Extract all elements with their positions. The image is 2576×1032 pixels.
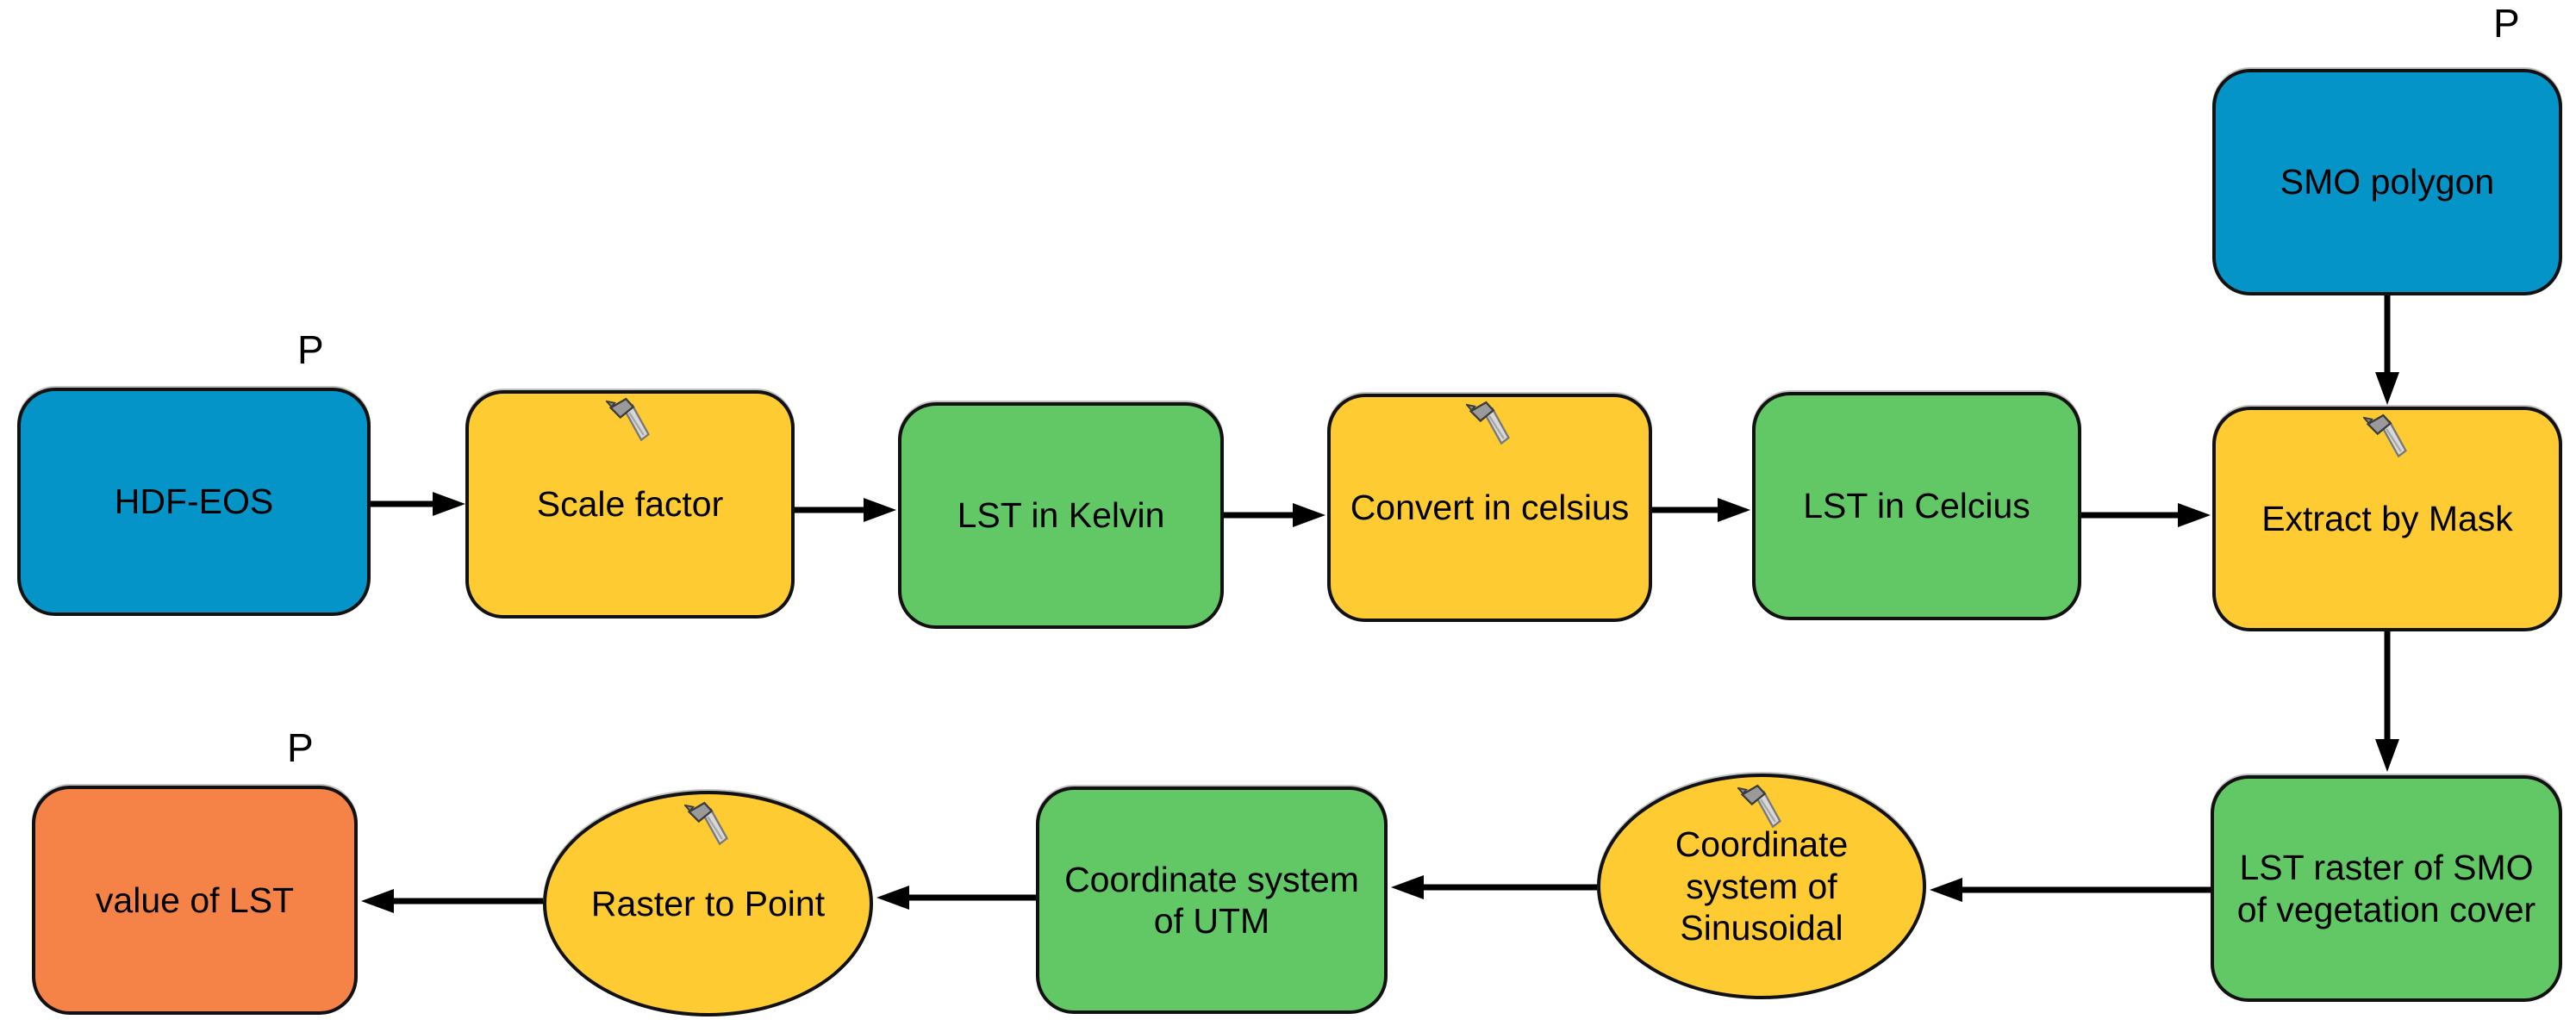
- parameter-marker-value-of-lst: P: [287, 725, 314, 770]
- node-label: Coordinate system of UTM: [1064, 859, 1359, 941]
- node-label: LST raster of SMO of vegetation cover: [2236, 848, 2536, 929]
- node-convert-in-celsius[interactable]: Convert in celsius: [1327, 394, 1652, 622]
- node-label: Extract by Mask: [2261, 499, 2513, 539]
- node-label: LST in Celcius: [1803, 486, 2030, 526]
- node-label: Convert in celsius: [1350, 488, 1630, 528]
- node-coord-utm[interactable]: Coordinate system of UTM: [1036, 786, 1388, 1014]
- parameter-marker-smo-polygon: P: [2493, 1, 2520, 46]
- hammer-icon: [1737, 784, 1781, 829]
- node-label: value of LST: [95, 880, 295, 920]
- node-value-of-lst[interactable]: value of LST: [32, 786, 358, 1015]
- node-raster-to-point[interactable]: Raster to Point: [543, 791, 873, 1016]
- node-scale-factor[interactable]: Scale factor: [465, 390, 795, 619]
- hammer-icon: [683, 801, 728, 846]
- parameter-marker-hdf-eos: P: [297, 327, 324, 372]
- hammer-icon: [606, 397, 650, 442]
- hammer-icon: [2363, 413, 2407, 458]
- node-coord-sinusoidal[interactable]: Coordinate system of Sinusoidal: [1597, 774, 1926, 999]
- hammer-icon: [1465, 401, 1510, 445]
- node-label: LST in Kelvin: [957, 495, 1165, 536]
- node-lst-in-kelvin[interactable]: LST in Kelvin: [898, 402, 1224, 629]
- node-label: SMO polygon: [2280, 162, 2495, 202]
- node-label: Raster to Point: [590, 883, 826, 923]
- node-label: HDF-EOS: [114, 482, 274, 522]
- node-extract-by-mask[interactable]: Extract by Mask: [2212, 407, 2562, 631]
- node-lst-raster-smo[interactable]: LST raster of SMO of vegetation cover: [2211, 775, 2562, 1002]
- node-label: Scale factor: [536, 484, 724, 525]
- node-hdf-eos[interactable]: HDF-EOS: [17, 388, 371, 616]
- node-lst-in-celcius[interactable]: LST in Celcius: [1752, 392, 2081, 620]
- node-smo-polygon[interactable]: SMO polygon: [2212, 69, 2562, 295]
- node-label: Coordinate system of Sinusoidal: [1675, 824, 1849, 948]
